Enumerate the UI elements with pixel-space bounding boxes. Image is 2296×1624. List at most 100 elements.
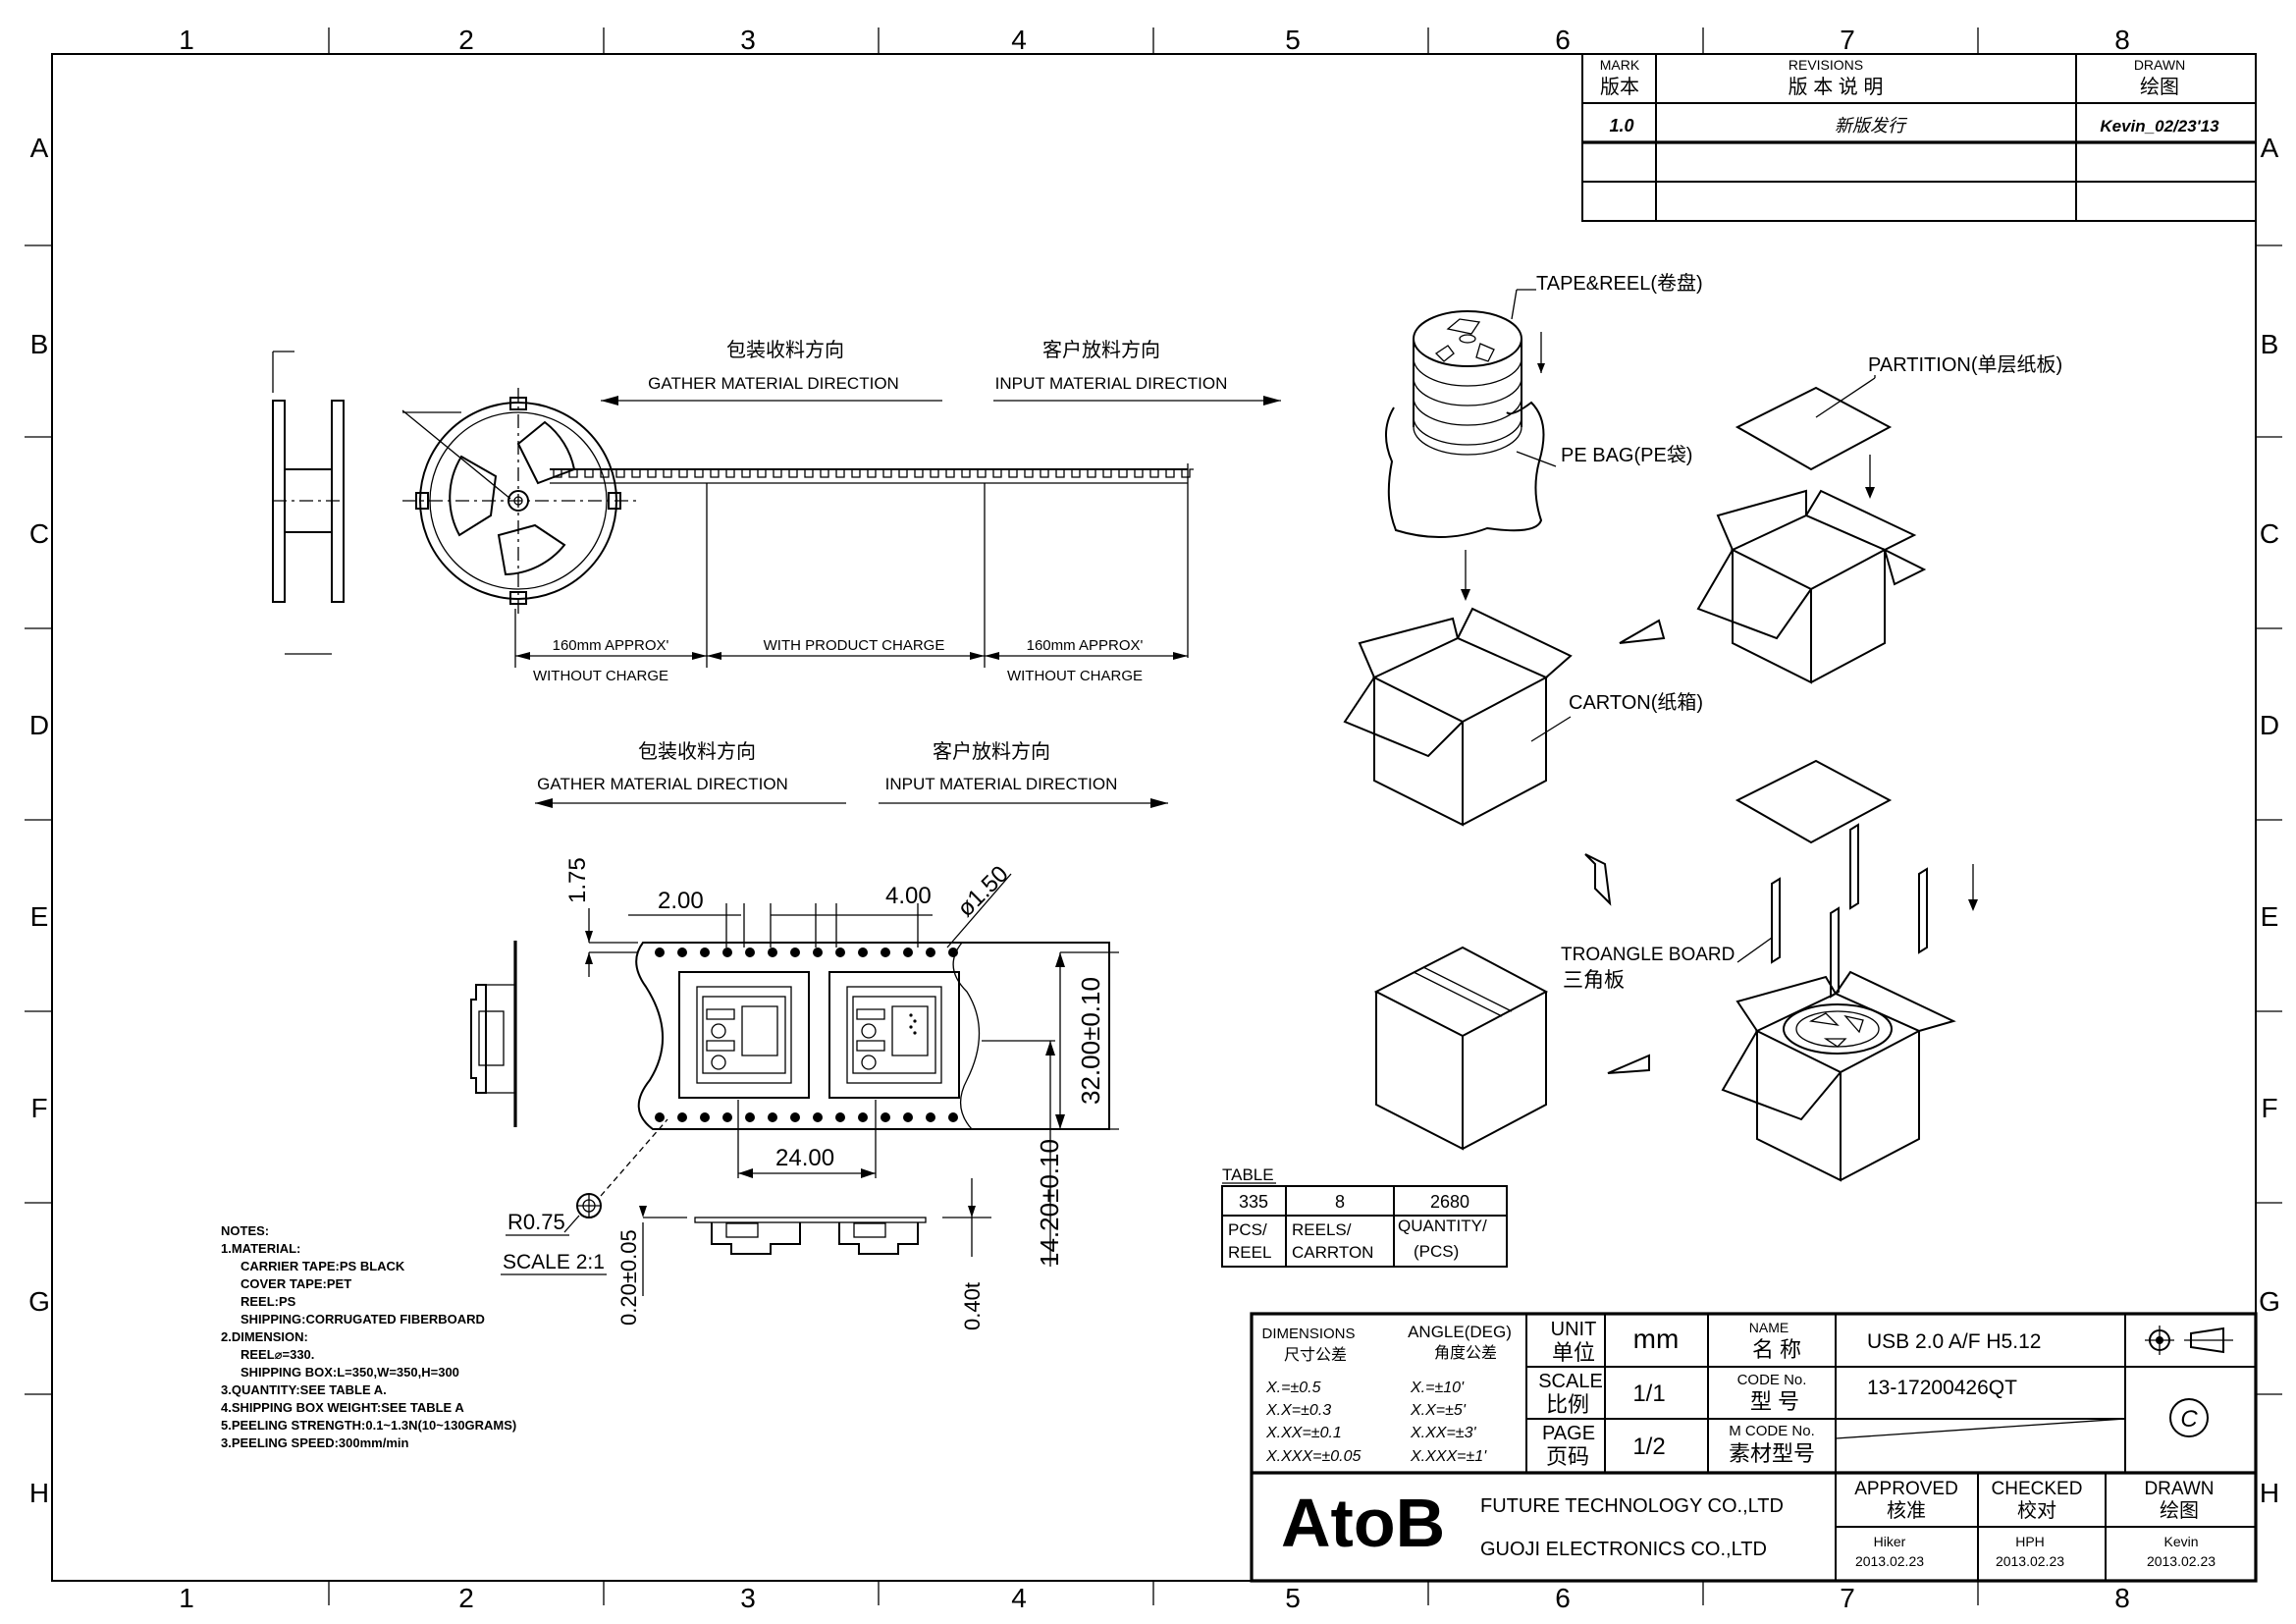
sprocket-hole (858, 1112, 868, 1122)
tb-tolerance: X.XXX=±0.05 (1265, 1448, 1362, 1465)
sprocket-hole (835, 1112, 845, 1122)
input-direction-cn: 客户放料方向 (1042, 339, 1160, 361)
rev-drawn-header: DRAWN (2134, 57, 2185, 73)
label-carton: CARTON(纸箱) (1569, 691, 1703, 714)
tb-checked-label-cn: 校对 (2017, 1499, 2056, 1522)
col-label-top: 4 (1011, 25, 1027, 55)
col-label-bottom: 1 (179, 1583, 194, 1613)
sprocket-hole (677, 1112, 687, 1122)
tb-tolerance: X.XXX=±1' (1410, 1448, 1487, 1465)
company-name-1: FUTURE TECHNOLOGY CO.,LTD (1480, 1495, 1784, 1517)
flow-arrow (1607, 1054, 1650, 1074)
copyright-mark: C (2180, 1406, 2198, 1433)
gather-direction-cn: 包装收料方向 (726, 339, 844, 361)
tb-unit-label-cn: 单位 (1552, 1340, 1595, 1365)
tb-approved-label-cn: 核准 (1887, 1499, 1926, 1522)
row-label-right: B (2261, 329, 2279, 359)
sprocket-hole (677, 947, 687, 957)
tb-code-label: CODE No. (1737, 1372, 1807, 1388)
rev-mark-header-cn: 版本 (1600, 76, 1639, 98)
row-label-right: F (2261, 1093, 2277, 1123)
tb-tolerance: X.=±0.5 (1265, 1380, 1321, 1396)
label-tape-reel: TAPE&REEL(卷盘) (1536, 272, 1703, 295)
tb-scale-label: SCALE (1538, 1371, 1603, 1392)
tb-name-value: USB 2.0 A/F H5.12 (1867, 1330, 2041, 1353)
trail-length-note: WITHOUT CHARGE (1007, 668, 1143, 684)
sprocket-hole (835, 947, 845, 957)
note-line: REEL⌀=330. (240, 1347, 314, 1362)
tb-approved-date: 2013.02.23 (1855, 1553, 1924, 1569)
qty-label: PCS/ (1228, 1220, 1267, 1239)
tb-angle-label: ANGLE(DEG) (1408, 1323, 1512, 1341)
rev-drawn-header-cn: 绘图 (2140, 76, 2179, 98)
sprocket-hole (948, 1112, 958, 1122)
qty-table-title: TABLE (1222, 1165, 1274, 1184)
sprocket-hole (722, 1112, 732, 1122)
note-line: NOTES: (221, 1223, 269, 1238)
quantity-table: TABLE 335 8 2680 PCS/ REEL REELS/ CARRTO… (1221, 1165, 1508, 1268)
sprocket-hole (926, 1112, 935, 1122)
qty-label: REEL (1228, 1243, 1271, 1262)
notes: NOTES: 1.MATERIAL: CARRIER TAPE:PS BLACK… (221, 1223, 516, 1450)
gather-direction-en: GATHER MATERIAL DIRECTION (537, 775, 788, 793)
trail-length: 160mm APPROX' (1027, 637, 1144, 654)
sprocket-hole (948, 947, 958, 957)
sprocket-hole (700, 1112, 710, 1122)
tape-leader (514, 463, 1194, 668)
reel-front-view (401, 388, 636, 614)
note-line: COVER TAPE:PET (240, 1276, 351, 1291)
mid-direction-labels: 包装收料方向 GATHER MATERIAL DIRECTION 客户放料方向 … (535, 740, 1168, 808)
rev-desc-value: 新版发行 (1835, 116, 1908, 135)
tb-name-label: NAME (1749, 1320, 1789, 1335)
tb-approved-by: Hiker (1874, 1534, 1906, 1549)
label-triangle-board: TROANGLE BOARD (1561, 945, 1735, 965)
rev-desc-header-cn: 版 本 说 明 (1789, 76, 1884, 98)
row-label-right: A (2261, 133, 2279, 163)
tb-code-value: 13-17200426QT (1867, 1377, 2017, 1399)
rev-desc-header: REVISIONS (1789, 57, 1863, 73)
input-direction-en: INPUT MATERIAL DIRECTION (995, 374, 1228, 393)
tb-mcode-label: M CODE No. (1729, 1423, 1815, 1439)
tb-tolerance: X.XX=±0.1 (1265, 1425, 1342, 1441)
reel-side-view (272, 351, 345, 655)
flow-arrow (1584, 853, 1612, 906)
note-line: 5.PEELING STRENGTH:0.1~1.3N(10~130GRAMS) (221, 1418, 516, 1433)
qty-label: CARRTON (1292, 1243, 1373, 1262)
note-line: REEL:PS (240, 1294, 296, 1309)
note-line: SHIPPING:CORRUGATED FIBERBOARD (240, 1312, 485, 1326)
zone-labels: 1 2 3 4 5 6 7 8 1 2 3 4 5 6 7 8 A B C D … (28, 25, 2280, 1613)
sprocket-hole (655, 947, 665, 957)
row-label-left: A (30, 133, 49, 163)
sprocket-hole (903, 947, 913, 957)
sprocket-hole (813, 1112, 823, 1122)
tb-dimensions-label: DIMENSIONS (1261, 1326, 1355, 1342)
row-label-left: D (29, 710, 49, 740)
tb-page-value: 1/2 (1632, 1434, 1665, 1460)
note-line: 3.QUANTITY:SEE TABLE A. (221, 1382, 387, 1397)
detail-scale: SCALE 2:1 (503, 1251, 605, 1273)
sprocket-hole (745, 1112, 755, 1122)
pe-bag-shape (1385, 401, 1545, 538)
col-label-top: 5 (1285, 25, 1301, 55)
partition-sheet-2 (1735, 759, 1893, 844)
sprocket-hole (858, 947, 868, 957)
title-block: DIMENSIONS 尺寸公差 ANGLE(DEG) 角度公差 X.=±0.5 … (1250, 1312, 2258, 1583)
label-pe-bag: PE BAG(PE袋) (1561, 444, 1692, 466)
row-label-left: H (29, 1478, 49, 1508)
col-label-bottom: 2 (458, 1583, 474, 1613)
lead-length: 160mm APPROX' (553, 637, 669, 654)
col-label-top: 7 (1840, 25, 1855, 55)
packaging-flow: TAPE&REEL(卷盘) PARTITION(单层纸板) PE BAG(PE袋… (1343, 272, 2062, 1182)
gather-direction-en: GATHER MATERIAL DIRECTION (648, 374, 899, 393)
product-length: WITH PRODUCT CHARGE (764, 637, 945, 654)
dim-14-20: 14.20±0.10 (1035, 1139, 1064, 1267)
row-label-left: F (30, 1093, 47, 1123)
reel-stack (1413, 310, 1522, 456)
qty-label: (PCS) (1414, 1242, 1459, 1261)
top-direction-labels: 包装收料方向 GATHER MATERIAL DIRECTION 客户放料方向 … (601, 339, 1281, 406)
dim-0-20: 0.20±0.05 (616, 1229, 641, 1326)
col-label-top: 6 (1555, 25, 1571, 55)
row-label-left: E (30, 901, 49, 932)
rev-drawn-value: Kevin_02/23'13 (2100, 117, 2219, 135)
